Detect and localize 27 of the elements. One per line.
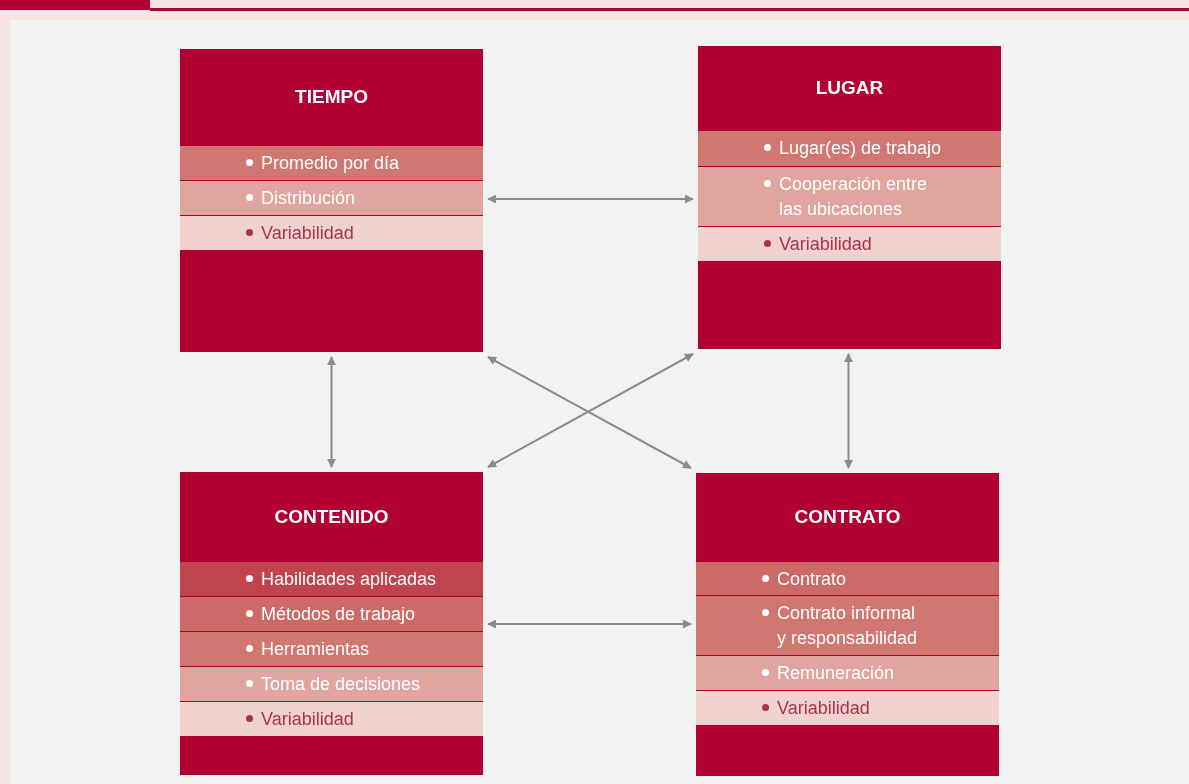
box-heading: CONTRATO <box>794 505 901 530</box>
list-item-text: Habilidades aplicadas <box>261 568 437 591</box>
box-heading: LUGAR <box>815 76 884 101</box>
box-heading: TIEMPO <box>295 85 368 110</box>
list-item-text: Contrato informal y responsabilidad <box>777 602 919 650</box>
list-item-text: Variabilidad <box>777 697 870 720</box>
category-box <box>180 49 483 352</box>
list-item-text: Promedio por día <box>261 152 400 175</box>
double-arrow <box>327 356 336 468</box>
list-item-text: Herramientas <box>261 638 370 661</box>
list-item-text: Remuneración <box>777 662 895 685</box>
box-heading: CONTENIDO <box>274 504 389 529</box>
list-item-text: Métodos de trabajo <box>261 603 416 626</box>
double-arrow <box>844 353 853 469</box>
double-arrow <box>487 619 692 629</box>
list-item-text: Distribución <box>261 187 356 210</box>
list-item-text: Variabilidad <box>779 233 872 256</box>
category-box <box>180 472 483 775</box>
category-box <box>696 473 999 776</box>
list-item-text: Variabilidad <box>261 222 354 245</box>
double-arrow <box>487 194 694 204</box>
list-item-text: Lugar(es) de trabajo <box>779 137 942 160</box>
list-item-text: Contrato <box>777 568 847 591</box>
list-item-text: Variabilidad <box>261 708 354 731</box>
list-item-text: Cooperación entre las ubicaciones <box>779 173 929 221</box>
list-item-text: Toma de decisiones <box>261 673 421 696</box>
category-box <box>698 46 1001 349</box>
